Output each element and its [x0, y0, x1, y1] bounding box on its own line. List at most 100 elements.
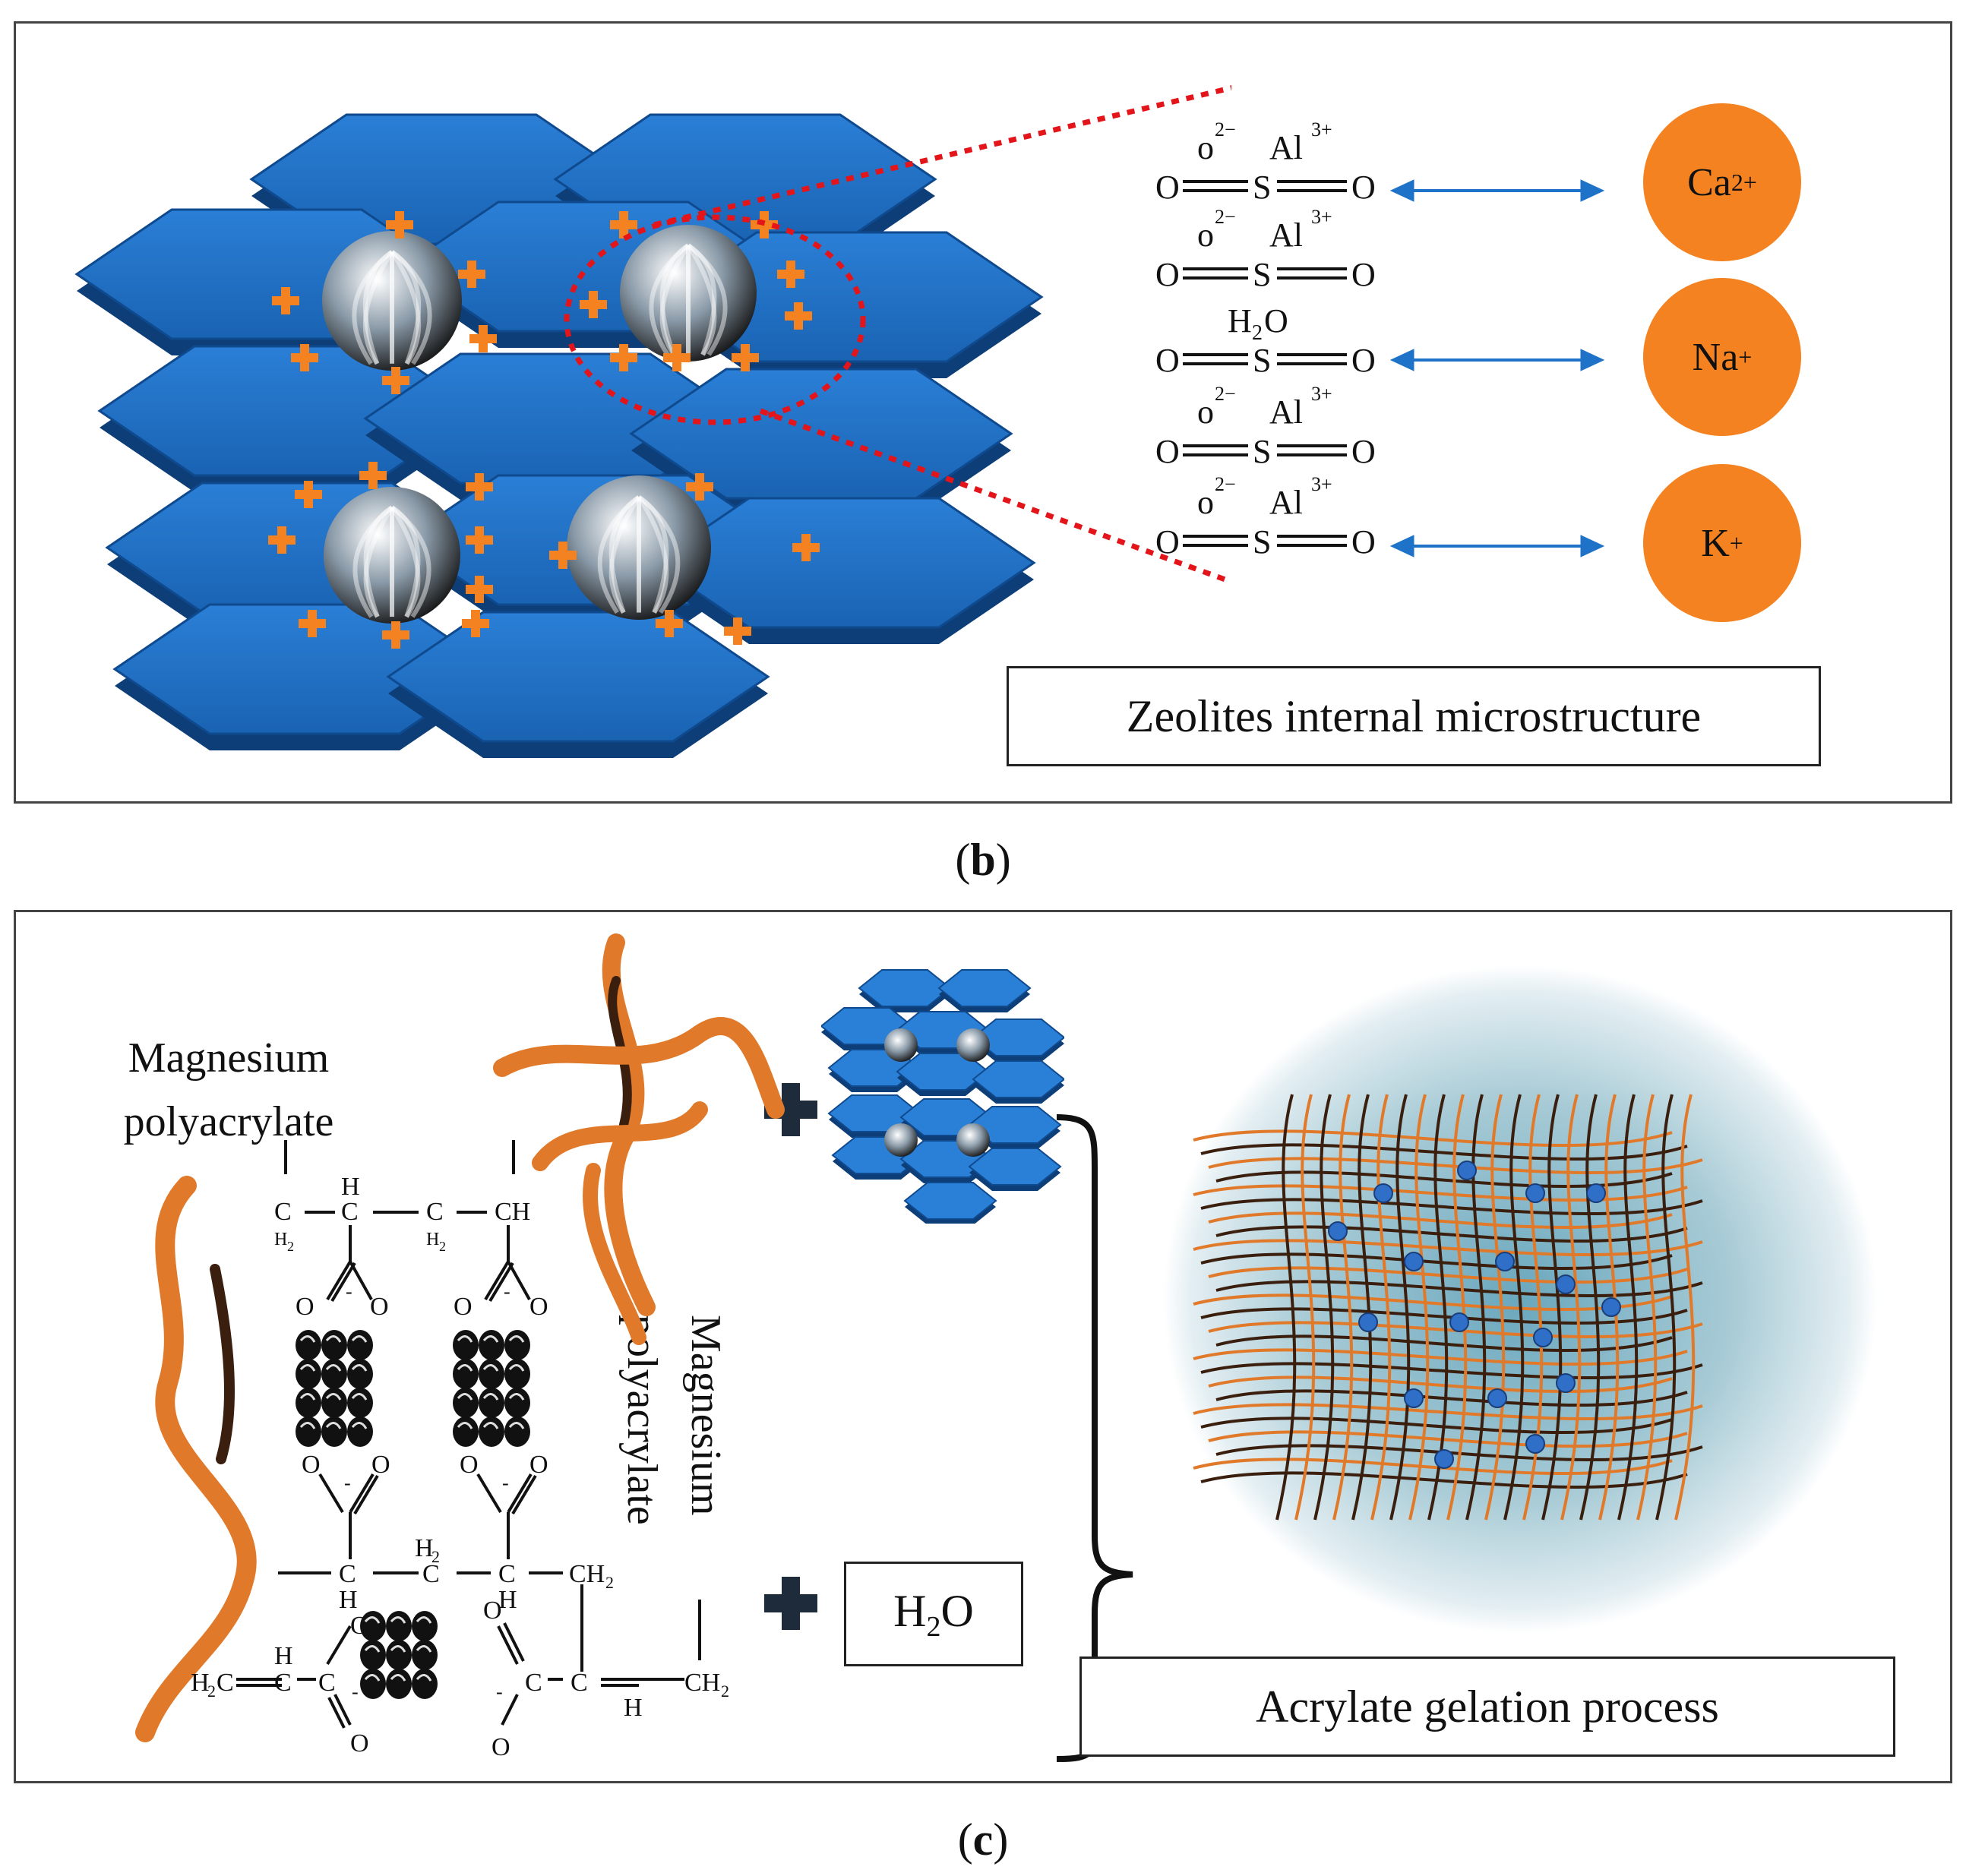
- positive-charge-icon: [656, 610, 683, 637]
- lower-c3: C: [498, 1560, 516, 1588]
- exchange-arrows: [1389, 179, 1605, 557]
- gel-fiber-vertical: [1674, 1094, 1696, 1521]
- ion-k: K+: [1643, 464, 1801, 622]
- zoom-circle: [564, 214, 866, 425]
- gel-fiber-vertical: [1560, 1094, 1582, 1521]
- caption-c-letter: c: [972, 1814, 994, 1865]
- magnesium-ion-icon: [412, 1640, 438, 1670]
- gel-fiber-vertical: [1503, 1094, 1525, 1521]
- magnesium-ion-icon: [296, 1359, 321, 1389]
- magnesium-ion-icon: [360, 1640, 386, 1670]
- mini-hexagon: [968, 1148, 1062, 1186]
- positive-charge-icon: [295, 481, 322, 508]
- formula-al: Al: [1269, 393, 1303, 431]
- o-bot-3: O: [460, 1451, 479, 1479]
- polymer-label-top-line1: Magnesium: [128, 1034, 330, 1082]
- ion-k-symbol: K: [1701, 521, 1730, 565]
- magnesium-ion-icon: [453, 1359, 479, 1389]
- backbone-h3-sub: 2: [439, 1239, 446, 1254]
- magnesium-ion-icon: [504, 1359, 530, 1389]
- caption-b: (b): [955, 835, 1011, 885]
- formula-o-left: O: [1155, 169, 1180, 206]
- magnesium-ion-icon: [504, 1416, 530, 1447]
- zeolite-mini-illustration: [821, 969, 1064, 1224]
- formula-o-right: O: [1351, 433, 1376, 470]
- formula-o2-charge: 2−: [1215, 206, 1236, 228]
- acrylate-label-box: Acrylate gelation process: [1079, 1657, 1895, 1757]
- zeolite-particle-dot: [1373, 1183, 1393, 1203]
- acrylate-label: Acrylate gelation process: [1256, 1681, 1719, 1732]
- plus-sign-bottom: [764, 1577, 817, 1630]
- formula-o-left: O: [1155, 523, 1180, 561]
- zeolite-cation-ball: [322, 231, 462, 371]
- zeolite-particle-dot: [1533, 1328, 1553, 1347]
- zeolite-particle-dot: [1556, 1373, 1576, 1393]
- zeolite-particle-dot: [1601, 1297, 1621, 1317]
- formula-o-right: O: [1351, 256, 1376, 293]
- positive-charge-icon: [386, 211, 413, 238]
- positive-charge-icon: [724, 617, 751, 645]
- formula-al-charge: 3+: [1311, 383, 1332, 405]
- mini-cation-ball: [956, 1028, 990, 1062]
- positive-charge-icon: [272, 287, 299, 314]
- acr-right-ch2: CH: [684, 1669, 720, 1697]
- water-box: H2O: [844, 1562, 1023, 1666]
- formula-al: Al: [1269, 129, 1303, 166]
- mini-hexagon: [903, 1182, 997, 1220]
- positive-charge-icon: [466, 576, 493, 603]
- gel-fiber-vertical: [1275, 1094, 1297, 1521]
- gel-fiber-horizontal: [1193, 1458, 1673, 1475]
- gel-fiber-horizontal: [1193, 1239, 1703, 1257]
- formula-o2: o: [1197, 129, 1214, 166]
- arrow-k-head-right: [1580, 535, 1605, 557]
- magnesium-ion-icon: [479, 1388, 504, 1418]
- zeolite-cation-ball: [620, 225, 757, 362]
- polymer-label-top-line2: polyacrylate: [123, 1098, 334, 1145]
- positive-charge-icon: [382, 367, 409, 394]
- formula-h2o-o: O: [1264, 302, 1288, 340]
- formula-o2: o: [1197, 393, 1214, 431]
- acr-right-ch2-sub: 2: [721, 1682, 729, 1701]
- backbone-c2: C: [341, 1198, 359, 1226]
- positive-charge-icon: [686, 473, 713, 501]
- mini-cation-ball: [884, 1123, 918, 1157]
- formula-o-left: O: [1155, 433, 1180, 470]
- minus-bot-1: -: [344, 1472, 351, 1494]
- magnesium-ion-icon: [479, 1330, 504, 1360]
- zoom-line-top: [653, 85, 1231, 228]
- gel-fiber-vertical: [1294, 1094, 1316, 1521]
- gel-fiber-horizontal: [1200, 1143, 1688, 1161]
- formula-h2o-h: H: [1228, 302, 1252, 340]
- magnesium-ion-icon: [347, 1388, 373, 1418]
- magnesium-ion-icon: [479, 1416, 504, 1447]
- magnesium-ion-icon: [321, 1330, 347, 1360]
- magnesium-ion-icon: [321, 1416, 347, 1447]
- magnesium-ion-icon: [453, 1388, 479, 1418]
- fiber-top-a-shadow: [608, 976, 632, 1129]
- zeolite-particle-dot: [1525, 1434, 1545, 1454]
- formula-o2: o: [1197, 216, 1214, 254]
- o-top-4: O: [529, 1293, 548, 1321]
- lower-c1: C: [339, 1560, 356, 1588]
- magnesium-ion-icon: [347, 1416, 373, 1447]
- water-label: H2O: [893, 1585, 974, 1643]
- ion-k-charge: +: [1729, 529, 1743, 557]
- o-bot-1: O: [302, 1451, 321, 1479]
- formula-o2-charge: 2−: [1215, 473, 1236, 495]
- positive-charge-icon: [462, 610, 489, 637]
- lower-c2: C: [422, 1560, 440, 1588]
- fiber-top-d: [583, 1163, 646, 1345]
- formula-h2o-sub: 2: [1252, 321, 1263, 345]
- zeolite-hexagon: [386, 611, 770, 743]
- magnesium-ion-icon: [386, 1669, 412, 1699]
- magnesium-ion-icon: [453, 1416, 479, 1447]
- acr-right-o2: O: [492, 1733, 510, 1761]
- zeolite-particle-dot: [1449, 1312, 1469, 1332]
- formula-o-left: O: [1155, 342, 1180, 379]
- positive-charge-icon: [610, 344, 637, 371]
- arrow-na-head-left: [1389, 349, 1414, 371]
